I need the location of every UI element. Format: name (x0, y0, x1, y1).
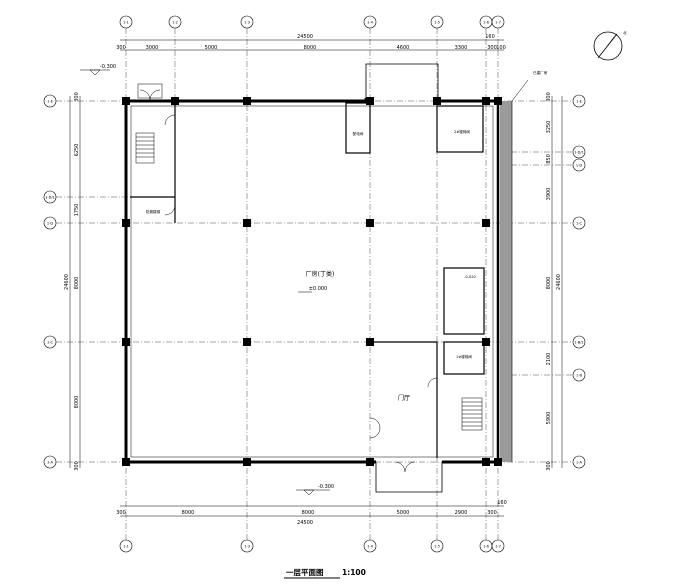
level-outside-top: -0.300 (100, 64, 116, 70)
bottom-total-dim: 24500 (297, 520, 313, 526)
level-outside-bottom: -0.300 (318, 484, 334, 490)
axis-bubbles-left: 1-E 1-D/1 1-D 1-C 1-A (43, 94, 57, 469)
right-dimensions: 300 3250 850 3900 8000 2100 5900 300 246… (546, 92, 562, 471)
interior-partitions (130, 63, 485, 493)
axis-x7-top: 1-7 (495, 21, 501, 25)
axis-x3-bottom: 1-3 (244, 545, 250, 549)
axis-y1-right: 1-E (576, 100, 583, 104)
top-dim-9: 100 (496, 45, 506, 51)
axis-y4-right: 1-C (576, 222, 583, 226)
stair-room-label: 2#楼梯间 (454, 129, 470, 134)
dimension-lines (69, 39, 563, 517)
top-dim-8: 300 (487, 45, 497, 51)
bottom-dim-6: 300 (487, 510, 497, 516)
bottom-dim-3: 8000 (302, 510, 315, 516)
right-dim-4: 3900 (546, 188, 552, 201)
power-room-label: 配电间 (353, 131, 364, 136)
right-dim-6: 2100 (546, 353, 552, 366)
axis-x7-bottom: 1-7 (495, 545, 501, 549)
right-dim-1: 300 (546, 92, 552, 102)
workshop-label: 厂房(丁类) (306, 270, 335, 278)
bottom-dim-5: 2900 (455, 510, 468, 516)
top-dim-2: 3000 (146, 45, 159, 51)
right-dim-7: 5900 (546, 412, 552, 425)
bottom-dim-7: 160 (497, 500, 507, 506)
room-labels: 厂房(丁类) ±0.000 配电间 2#楼梯间 1#楼梯间 门厅 防烟楼梯 -0… (146, 129, 477, 402)
axis-x2-top: 1-2 (172, 21, 178, 25)
axis-y1-left: 1-E (47, 100, 54, 104)
stairs (135, 132, 483, 431)
bottom-dim-1: 300 (116, 510, 126, 516)
right-dim-3: 850 (546, 154, 552, 164)
right-dim-5: 8000 (546, 277, 552, 290)
axis-y3-right: 1-D (576, 164, 583, 168)
bottom-dimensions: 300 8000 8000 5000 2900 300 160 24500 (116, 500, 507, 526)
drawing-scale: 1:100 (342, 568, 366, 577)
exterior-walls (124, 98, 500, 464)
existing-building-strip: 已建厂房 (500, 70, 548, 462)
left-dim-4: 8000 (74, 277, 80, 290)
left-dim-3: 1750 (74, 204, 80, 217)
left-dim-6: 300 (74, 461, 80, 471)
north-label: 北 (623, 30, 627, 35)
left-dim-1: 300 (74, 92, 80, 102)
axis-y5-left: 1-A (47, 461, 54, 465)
drawing-title: 一层平面图 1:100 (284, 568, 366, 579)
top-dim-3: 5000 (205, 45, 218, 51)
axis-x3-top: 1-3 (244, 21, 250, 25)
existing-building-label: 已建厂房 (533, 70, 548, 75)
axis-bubbles-bottom: 1-1 1-3 1-4 1-5 1-6 1-7 (119, 539, 505, 553)
axis-y3-left: 1-D (47, 222, 54, 226)
axis-y5-right: 1-B/1 (574, 341, 583, 345)
axis-x4-top: 1-4 (367, 21, 374, 25)
axis-y2-right: 1-D/1 (574, 151, 584, 155)
axis-y2-left: 1-D/1 (45, 196, 55, 200)
left-dim-2: 6250 (74, 144, 80, 157)
top-dim-1: 300 (116, 45, 126, 51)
bottom-dim-2: 8000 (182, 510, 195, 516)
axis-y7-right: 1-A (576, 461, 583, 465)
exterior-levels: -0.300 -0.300 (80, 64, 334, 496)
axis-x5-top: 1-5 (434, 21, 440, 25)
top-dim-5: 4600 (397, 45, 410, 51)
left-total-dim: 24600 (64, 274, 70, 290)
axis-x4-bottom: 1-4 (367, 545, 374, 549)
bottom-dim-4: 5000 (397, 510, 410, 516)
right-total-dim: 24600 (556, 274, 562, 290)
axis-x6-top: 1-6 (483, 21, 490, 25)
axis-bubbles-top: 1-1 1-2 1-3 1-4 1-5 1-6 1-7 (119, 15, 505, 29)
north-arrow: 北 (593, 30, 627, 61)
stair-room2-label: 1#楼梯间 (456, 354, 472, 359)
right-dim-2: 3250 (546, 121, 552, 134)
axis-x1-top: 1-1 (123, 21, 129, 25)
top-total-dim: 24500 (297, 34, 313, 40)
right-dim-8: 300 (546, 461, 552, 471)
axis-x6-bottom: 1-6 (483, 545, 490, 549)
axis-y4-left: 1-C (47, 341, 54, 345)
drawing-title-text: 一层平面图 (286, 568, 324, 577)
axis-y6-right: 1-B (576, 374, 582, 378)
top-dim-4: 8000 (304, 45, 317, 51)
axis-x5-bottom: 1-5 (434, 545, 440, 549)
fire-control-label: 防烟楼梯 (146, 209, 161, 214)
axis-x1-bottom: 1-1 (123, 545, 129, 549)
axis-bubbles-right: 1-E 1-D/1 1-D 1-C 1-B/1 1-B 1-A (572, 94, 586, 469)
top-dimensions: 24500 300 3000 5000 8000 4600 3300 160 3… (116, 34, 506, 51)
top-dim-7: 160 (485, 34, 495, 40)
top-dim-6: 3300 (455, 45, 468, 51)
left-dimensions: 24600 300 6250 1750 8000 8000 300 (64, 92, 80, 471)
floor-level-main: ±0.000 (309, 286, 328, 292)
left-dim-5: 8000 (74, 396, 80, 409)
toilet-level: -0.020 (464, 275, 476, 279)
entrance-label: 门厅 (398, 394, 410, 402)
doors (137, 83, 438, 473)
